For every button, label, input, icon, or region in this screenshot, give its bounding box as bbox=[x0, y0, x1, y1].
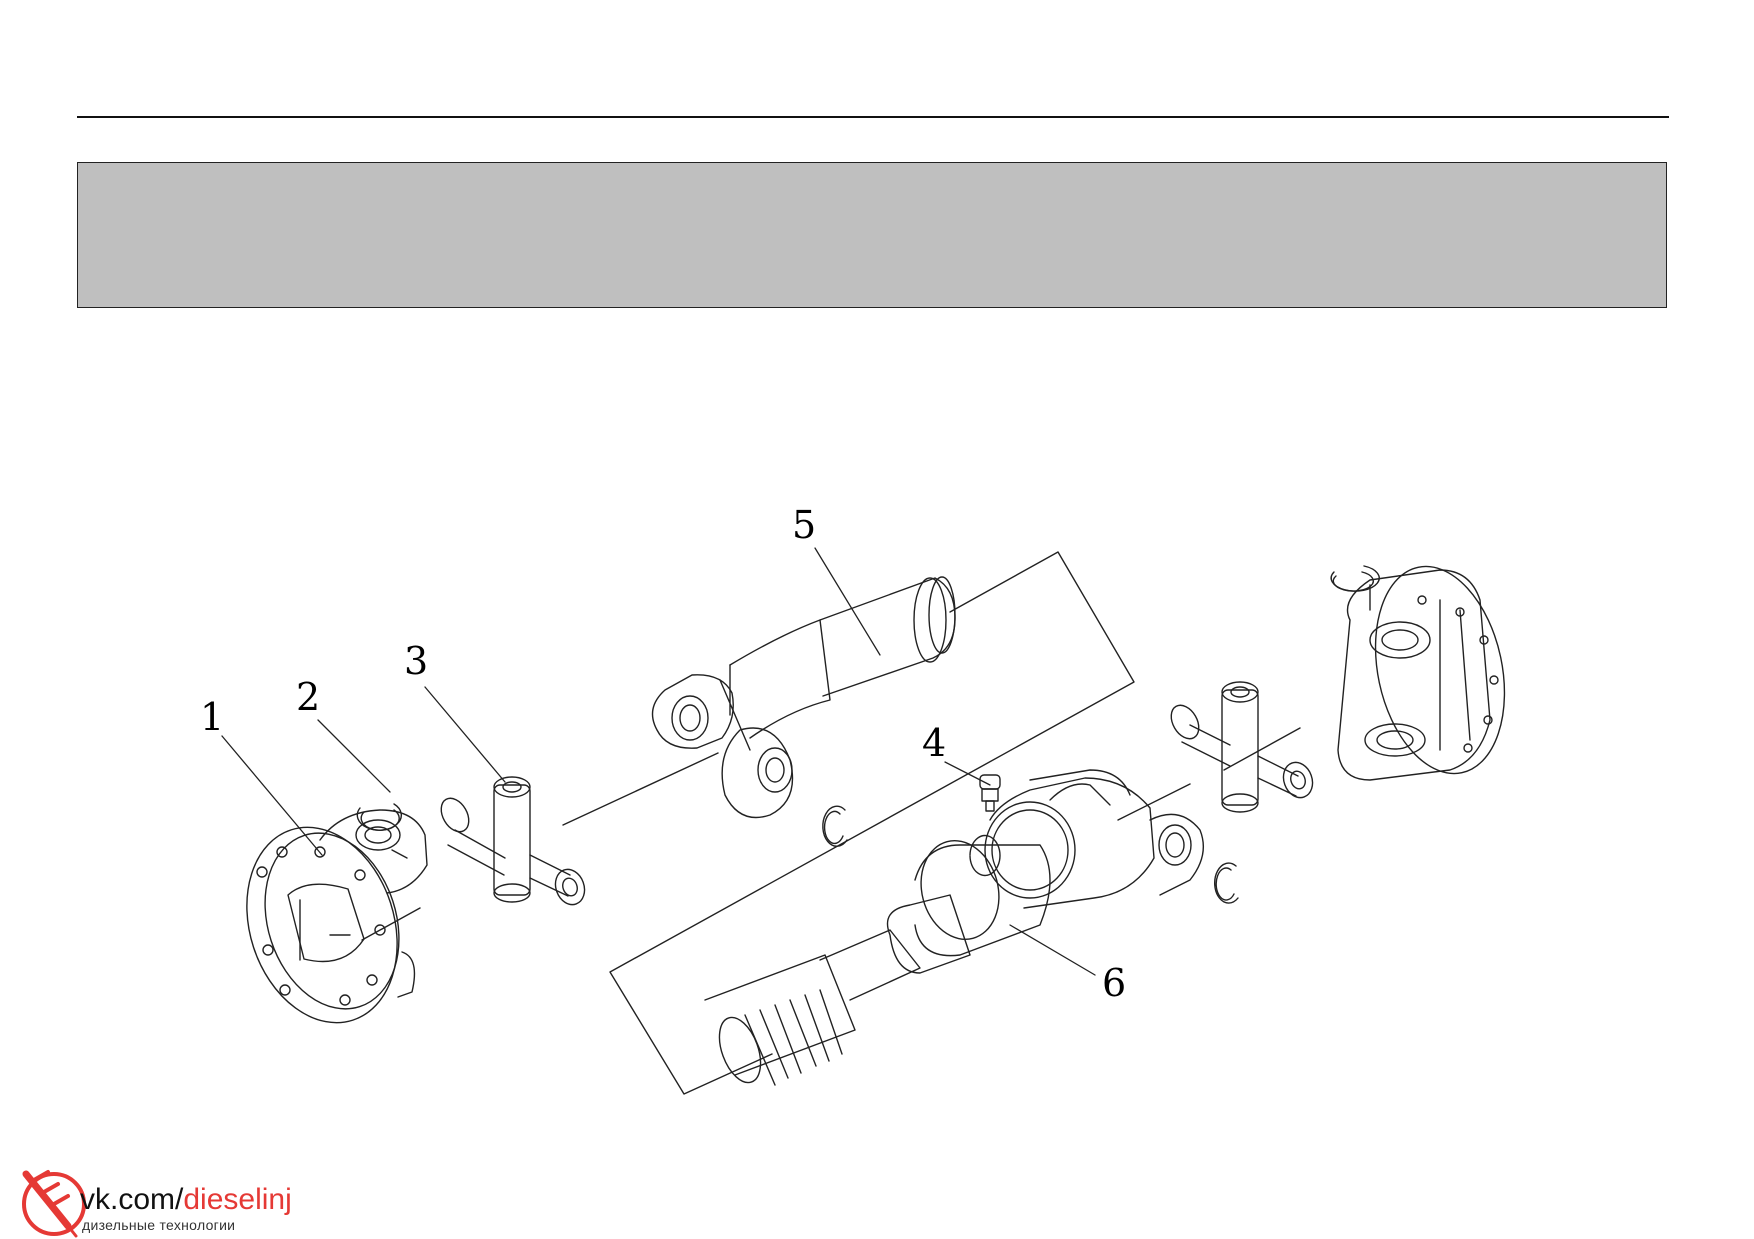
callout-2: 2 bbox=[296, 675, 320, 719]
part-snap-ring-right bbox=[1214, 862, 1239, 904]
callout-1: 1 bbox=[200, 695, 224, 739]
watermark-prefix: vk.com/ bbox=[80, 1183, 184, 1216]
callout-6: 6 bbox=[1102, 961, 1126, 1005]
part-spider-cross-left bbox=[440, 776, 586, 906]
leader-lines bbox=[221, 547, 1096, 976]
assembly-lines bbox=[361, 551, 1301, 1095]
callout-4: 4 bbox=[922, 721, 946, 765]
part-snap-ring-2 bbox=[356, 803, 403, 831]
callout-5: 5 bbox=[792, 503, 816, 547]
watermark-subtitle: дизельные технологии bbox=[82, 1217, 236, 1233]
part-snap-ring-mid bbox=[822, 805, 848, 847]
part-flange-yoke-right bbox=[1337, 565, 1506, 781]
part-spider-cross-right bbox=[1170, 681, 1314, 813]
top-rule bbox=[77, 116, 1669, 118]
callout-3: 3 bbox=[404, 639, 428, 683]
watermark-handle: dieselinj bbox=[183, 1183, 292, 1216]
part-slip-yoke-6 bbox=[704, 769, 1204, 1086]
part-flange-yoke-left bbox=[246, 809, 428, 1024]
watermark-url: vk.com/dieselinj bbox=[80, 1185, 292, 1215]
part-tube-yoke-5 bbox=[651, 576, 956, 819]
part-snap-ring-top-right bbox=[1330, 565, 1380, 592]
header-banner bbox=[77, 162, 1667, 308]
part-grease-nipple-4 bbox=[979, 774, 1001, 812]
fuel-injector-icon bbox=[22, 1170, 86, 1238]
